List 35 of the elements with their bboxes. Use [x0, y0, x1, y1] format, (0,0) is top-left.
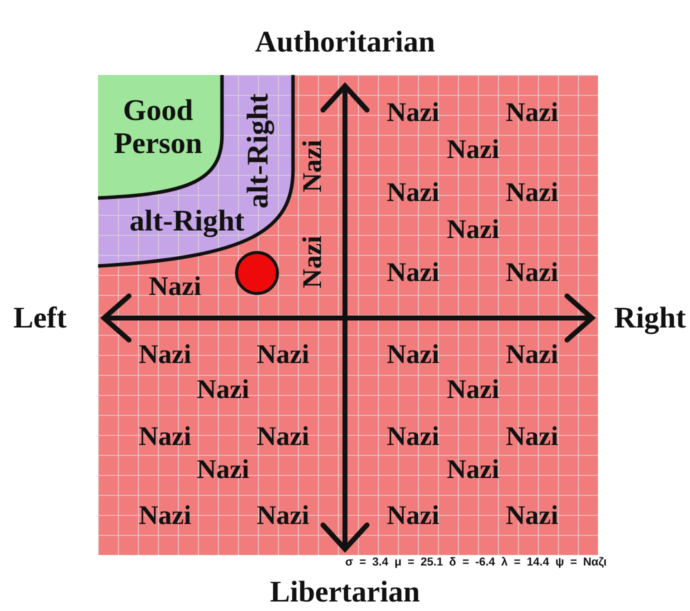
zone-label: Nazi [506, 501, 558, 531]
zone-label: Nazi [446, 455, 500, 485]
zone-label: Nazi [506, 258, 558, 288]
zone-label: alt-Right [130, 204, 244, 238]
axis-label: Authoritarian [255, 26, 435, 58]
zone-label: Nazi [506, 98, 558, 128]
zone-label: Nazi [386, 501, 440, 531]
zone-label: Nazi [298, 140, 328, 192]
axis-label: Libertarian [270, 576, 420, 608]
zone-label: Nazi [386, 340, 440, 370]
zone-label: Nazi [506, 340, 558, 370]
zone-label: Nazi [148, 272, 202, 302]
zone-label: alt-Right [242, 94, 274, 208]
zone-label: Nazi [138, 422, 192, 452]
zone-label: Nazi [256, 501, 310, 531]
zone-label: Nazi [446, 215, 500, 245]
zone-label: Nazi [196, 375, 250, 405]
zone-label: Good Person [114, 94, 202, 160]
zone-label: Nazi [386, 178, 440, 208]
zone-label: Nazi [196, 455, 250, 485]
zone-label: Nazi [256, 340, 310, 370]
zone-label: Nazi [446, 375, 500, 405]
zone-label: Nazi [138, 501, 192, 531]
axis-label: Left [13, 302, 67, 334]
zone-label: Nazi [138, 340, 192, 370]
zone-label: Nazi [506, 178, 558, 208]
zone-label: Nazi [298, 236, 328, 288]
axis-label: Right [614, 302, 686, 334]
statistics-note: σ = 3.4 μ = 25.1 δ = -6.4 λ = 14.4 ψ = Ναζι [345, 556, 607, 570]
zone-label: Nazi [446, 135, 500, 165]
zone-label: Nazi [386, 98, 440, 128]
zone-label: Nazi [256, 422, 310, 452]
zone-label: Nazi [506, 422, 558, 452]
zone-label: Nazi [386, 422, 440, 452]
zone-label: Nazi [386, 258, 440, 288]
